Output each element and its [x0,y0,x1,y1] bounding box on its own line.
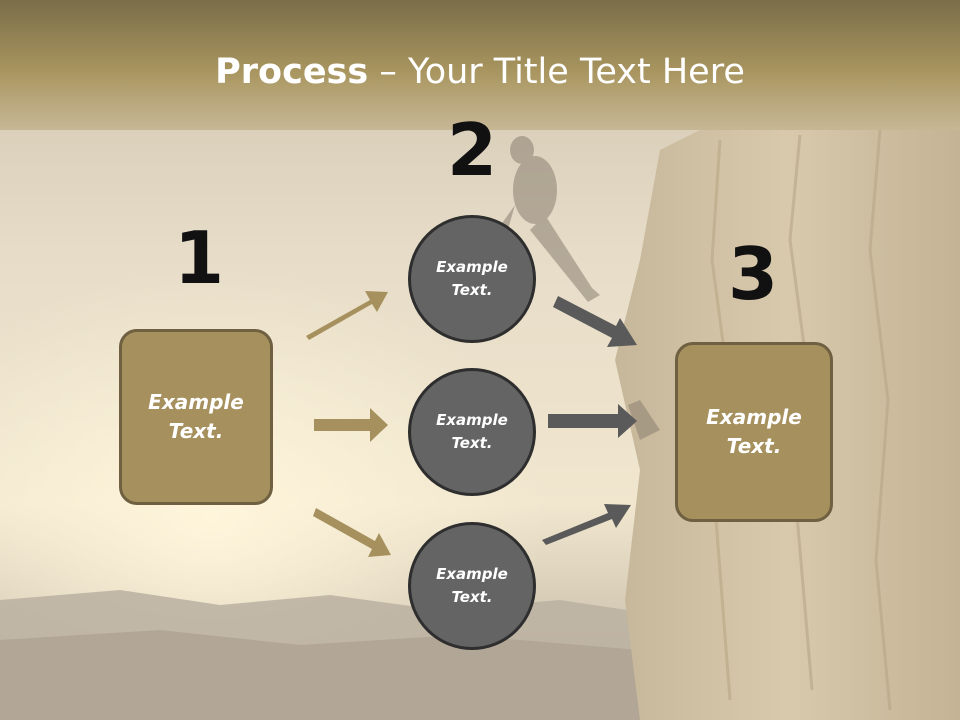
step-number-3: 3 [727,232,779,316]
step-box-left: Example Text. [119,329,273,505]
step-box-left-text: Example Text. [148,390,244,443]
step-box-right-text: Example Text. [706,405,802,458]
arrow-tan-up [306,291,388,340]
slide-title: Process – Your Title Text Here [0,52,960,92]
circle-middle: Example Text. [408,368,536,496]
title-rest: – Your Title Text Here [368,52,745,92]
arrow-gray-down [553,296,637,347]
arrow-gray-up [542,504,631,545]
circle-bottom: Example Text. [408,522,536,650]
title-bold: Process [215,52,369,92]
arrow-tan-down [313,508,391,557]
circle-top: Example Text. [408,215,536,343]
step-number-2: 2 [446,108,498,192]
arrow-tan-right [314,408,388,442]
circle-top-text: Example Text. [436,258,508,299]
step-number-1: 1 [173,216,225,300]
arrow-gray-right [548,404,637,438]
step-box-right: Example Text. [675,342,833,522]
circle-middle-text: Example Text. [436,411,508,452]
circle-bottom-text: Example Text. [436,565,508,606]
